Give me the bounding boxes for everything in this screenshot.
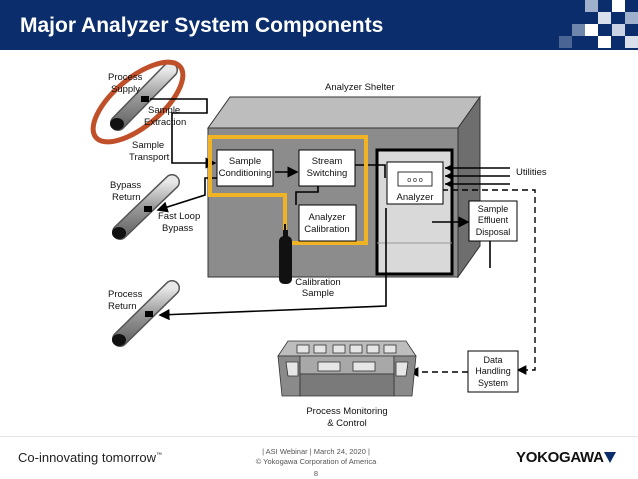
calibration-sample-label-2: Sample (302, 288, 334, 299)
analyzer-unit (386, 161, 444, 205)
footer-info: | ASI Webinar | March 24, 2020 | © Yokog… (248, 447, 384, 479)
bypass-return-label-1: Bypass (110, 180, 141, 191)
stream-switching-label-2: Switching (307, 168, 348, 179)
sample-conditioning-box (216, 149, 274, 187)
brand-logo-text: YOKOGAWA (516, 449, 604, 466)
stream-switching-label-1: Stream (312, 156, 343, 167)
utilities-label: Utilities (516, 167, 547, 178)
process-return-pipe (112, 280, 180, 347)
analyzer-calibration-box (298, 204, 357, 242)
sample-effluent-label-3: Disposal (476, 227, 511, 237)
sample-effluent-disposal-box (468, 200, 518, 242)
footer-divider (0, 436, 638, 437)
sample-transport-label-2: Transport (129, 152, 170, 163)
footer-tagline-text: Co-innovating tomorrow (18, 450, 157, 465)
process-supply-pipe (110, 62, 178, 131)
fast-loop-bypass-label-1: Fast Loop (158, 211, 200, 222)
data-communication-lines (408, 189, 536, 377)
analyzer-indicator-dots: o o o (407, 177, 423, 184)
process-return-label-2: Return (108, 301, 137, 312)
sample-effluent-label-1: Sample (478, 204, 509, 214)
process-supply-label-2: Supply (111, 84, 140, 95)
title-decor-squares (559, 0, 638, 48)
sample-extraction-label-1: Sample (148, 105, 180, 116)
analyzer-calibration-label-1: Analyzer (309, 212, 346, 223)
process-monitoring-label-2: & Control (327, 418, 367, 429)
process-supply-label-1: Process (108, 72, 143, 83)
footer-tagline-tm: ™ (156, 452, 163, 459)
sample-transport-label-1: Sample (132, 140, 164, 151)
title-bar (0, 0, 638, 50)
sample-extraction-highlight (90, 59, 186, 145)
stream-switching-box (298, 149, 356, 187)
process-return-label-1: Process (108, 289, 143, 300)
data-handling-label-1: Data (483, 355, 502, 365)
slide-title: Major Analyzer System Components (20, 14, 384, 37)
footer-tagline: Co-innovating tomorrow™ (18, 450, 162, 465)
control-console-icon (277, 340, 417, 397)
sample-conditioning-label-1: Sample (229, 156, 261, 167)
data-handling-label-3: System (478, 378, 508, 388)
analyzer-system-diagram: Analyzer Shelter (90, 59, 547, 429)
analyzer-calibration-label-2: Calibration (304, 224, 349, 235)
bypass-return-pipe (112, 174, 180, 240)
analyzer-label: Analyzer (397, 192, 434, 203)
analyzer-shelter-label: Analyzer Shelter (325, 82, 395, 93)
flow-lines (150, 98, 510, 321)
data-handling-system-box (467, 350, 519, 393)
sample-effluent-label-2: Effluent (478, 215, 509, 225)
process-monitoring-label-1: Process Monitoring (306, 406, 387, 417)
data-handling-label-2: Handling (475, 366, 511, 376)
page-number: 8 (313, 469, 319, 478)
brand-logo-mark (604, 452, 616, 463)
fast-loop-bypass-label-2: Bypass (162, 223, 193, 234)
bypass-return-label-2: Return (112, 192, 141, 203)
calibration-sample-label-1: Calibration (295, 277, 340, 288)
calibration-cylinder-icon (279, 224, 292, 284)
sample-extraction-label-2: Extraction (144, 117, 186, 128)
footer-copyright: © Yokogawa Corporation of America (255, 457, 377, 466)
sample-conditioning-label-2: Conditioning (219, 168, 272, 179)
utility-arrows (444, 163, 454, 189)
footer-webinar: | ASI Webinar | March 24, 2020 | (262, 447, 370, 456)
